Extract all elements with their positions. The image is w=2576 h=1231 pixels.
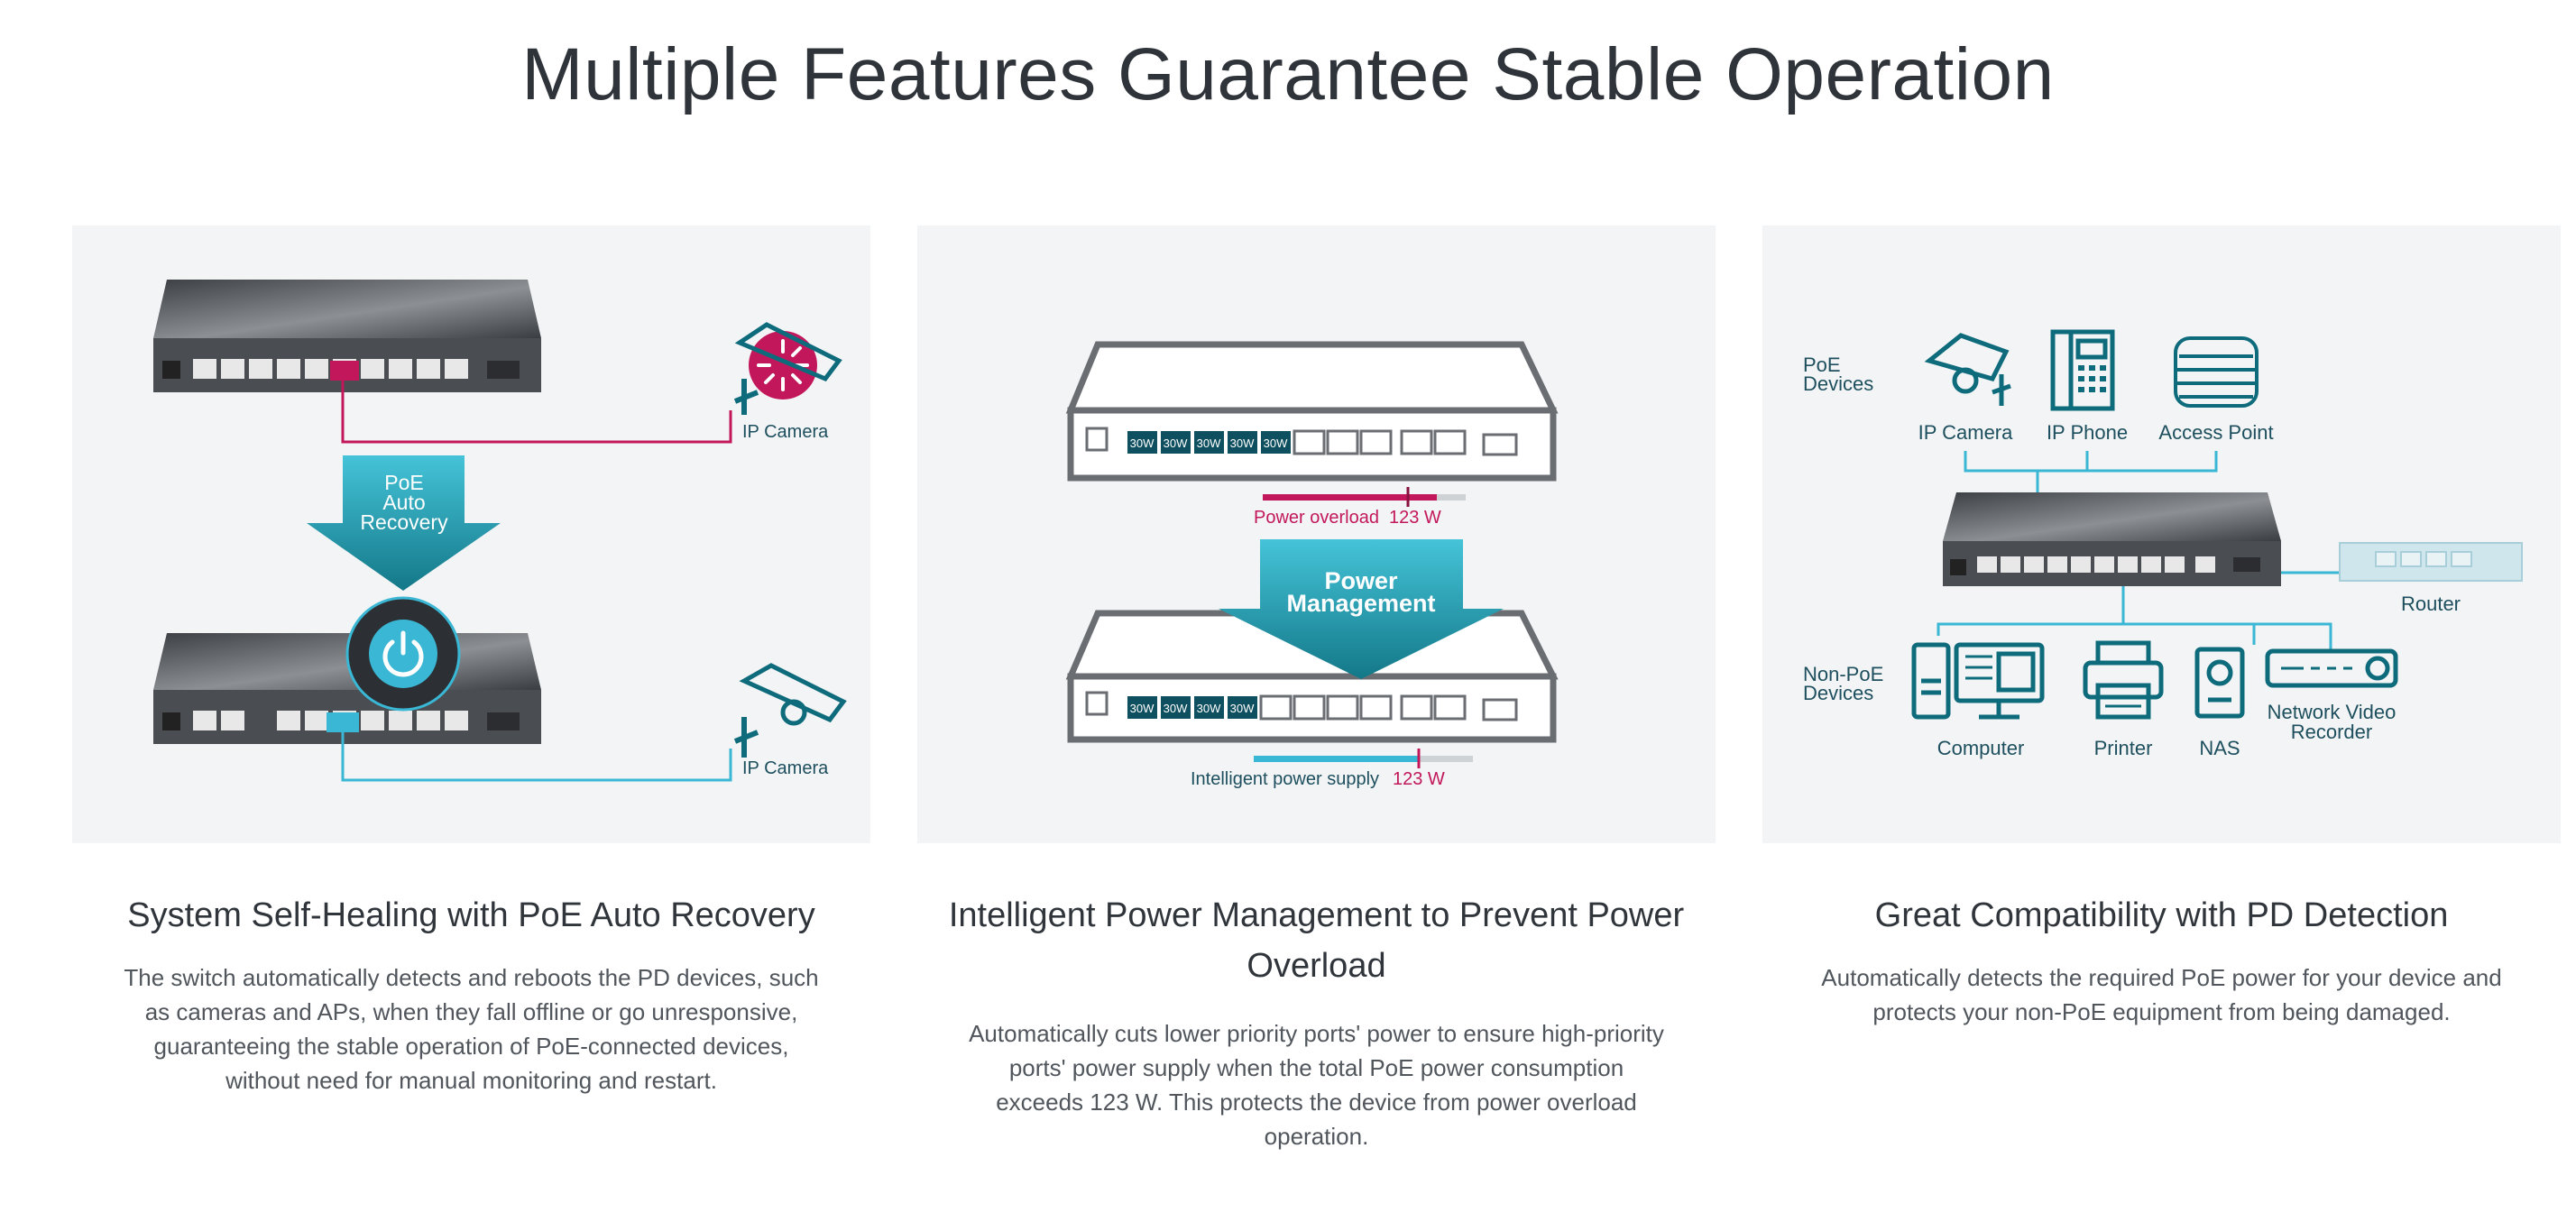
computer-label: Computer <box>1937 737 2025 759</box>
port-label: 30W <box>1264 436 1288 450</box>
port-label: 30W <box>1230 702 1255 715</box>
router-label: Router <box>2401 593 2461 615</box>
supply-label: Intelligent power supply <box>1191 769 1379 789</box>
arrow-line1: Power <box>1324 567 1398 594</box>
switch-icon <box>1943 492 2281 586</box>
arrow-line2: Management <box>1286 590 1435 617</box>
supply-value: 123 W <box>1393 769 1445 789</box>
ip-phone-label: IP Phone <box>2047 421 2128 444</box>
power-overload-bar <box>1263 487 1466 507</box>
access-point-label: Access Point <box>2158 421 2273 444</box>
poe-devices-line1: PoE <box>1803 354 1841 376</box>
card-title: Great Compatibility with PD Detection <box>1874 896 2449 934</box>
card-description: Automatically cuts lower priority ports'… <box>969 1020 1664 1150</box>
poe-auto-recovery-illustration: IP Camera PoE Auto Recovery <box>72 225 870 843</box>
printer-icon <box>2083 640 2164 720</box>
power-management-illustration: 30W 30W 30W 30W 30W Power overload 123 W <box>917 225 1716 843</box>
port-label: 30W <box>1130 702 1155 715</box>
nas-label: NAS <box>2199 737 2240 759</box>
pd-detection-illustration: PoE Devices IP Camera <box>1762 225 2561 843</box>
switch-outline-top-icon <box>1065 341 1559 482</box>
poe-auto-recovery-diagram: IP Camera PoE Auto Recovery <box>153 280 847 782</box>
port-label: 30W <box>1197 436 1221 450</box>
arrow-line3: Recovery <box>360 510 448 534</box>
feature-card-pd-detection: PoE Devices IP Camera <box>1762 225 2561 1029</box>
card-title: System Self-Healing with PoE Auto Recove… <box>127 896 815 934</box>
power-management-arrow-icon <box>1219 539 1504 679</box>
intelligent-power-supply-bar <box>1254 749 1473 768</box>
page-title: Multiple Features Guarantee Stable Opera… <box>521 33 2055 115</box>
nvr-label-line1: Network Video <box>2268 701 2397 723</box>
non-poe-line2: Devices <box>1803 682 1873 704</box>
printer-label: Printer <box>2094 737 2153 759</box>
port-label: 30W <box>1130 436 1155 450</box>
camera-bottom-label: IP Camera <box>742 758 829 778</box>
camera-top-label: IP Camera <box>742 422 829 442</box>
card-description: The switch automatically detects and reb… <box>124 964 819 1094</box>
nvr-label-line2: Recorder <box>2291 721 2372 743</box>
switch-top-icon <box>153 280 541 392</box>
ip-camera-icon <box>1924 333 2011 406</box>
poe-auto-recovery-arrow-icon <box>307 455 501 591</box>
ip-phone-icon <box>2050 329 2115 411</box>
arrow-line1: PoE <box>384 471 423 494</box>
port-label: 30W <box>1230 436 1255 450</box>
power-management-diagram: 30W 30W 30W 30W 30W Power overload 123 W <box>1065 341 1559 789</box>
ip-camera-offline-icon <box>733 322 842 415</box>
router-icon <box>2339 542 2523 582</box>
ip-camera-online-icon <box>733 663 847 758</box>
non-poe-line1: Non-PoE <box>1803 663 1883 685</box>
overload-value: 123 W <box>1389 508 1441 528</box>
port-label: 30W <box>1197 702 1221 715</box>
port-label: 30W <box>1164 702 1188 715</box>
pd-detection-diagram: PoE Devices IP Camera <box>1803 329 2523 759</box>
arrow-line2: Auto <box>382 491 425 514</box>
power-restart-icon <box>345 596 461 712</box>
feature-card-poe-auto-recovery: IP Camera PoE Auto Recovery <box>72 225 870 1098</box>
nas-icon <box>2194 647 2245 719</box>
network-video-recorder-icon <box>2265 648 2398 688</box>
port-label: 30W <box>1164 436 1188 450</box>
card-description: Automatically detects the required PoE p… <box>1821 964 2502 1025</box>
feature-card-power-management: 30W 30W 30W 30W 30W Power overload 123 W <box>917 225 1716 1153</box>
poe-devices-line2: Devices <box>1803 372 1873 395</box>
ip-camera-label: IP Camera <box>1918 421 2014 444</box>
card-title: Intelligent Power Management to Prevent … <box>948 896 1685 985</box>
access-point-icon <box>2174 336 2259 408</box>
overload-label: Power overload <box>1254 508 1379 528</box>
computer-icon <box>1911 642 2045 720</box>
